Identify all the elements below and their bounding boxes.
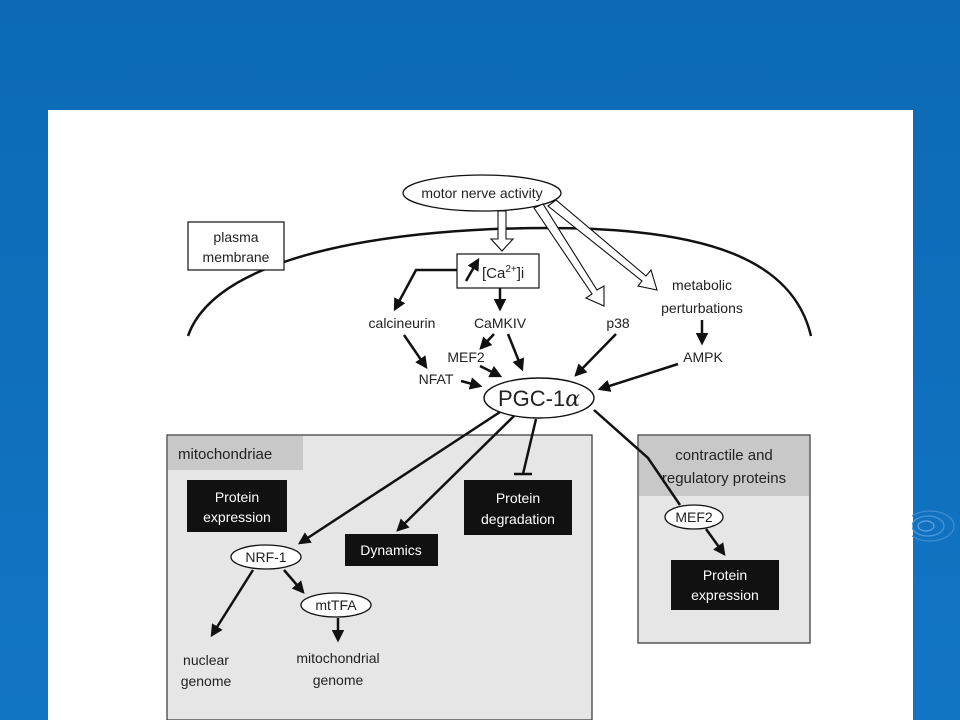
arrow-nrf1-mttfa bbox=[283, 569, 305, 594]
hollow-arrow-p38 bbox=[533, 203, 605, 307]
mttfa-ellipse bbox=[300, 592, 372, 618]
hollow-arrow-calcium bbox=[489, 210, 515, 252]
inhibit-pgc1a-degradation bbox=[521, 418, 538, 475]
nfat-label: NFAT bbox=[419, 371, 454, 387]
mef2-top-label: MEF2 bbox=[447, 349, 485, 365]
protein-expression-right-box bbox=[671, 560, 779, 610]
hollow-arrow-metabolic bbox=[547, 199, 658, 291]
plasma-membrane-label-2: membrane bbox=[203, 249, 270, 265]
nuclear-genome-1: nuclear bbox=[183, 652, 229, 668]
ampk-label: AMPK bbox=[683, 349, 723, 365]
arrow-p38-pgc1a bbox=[574, 333, 617, 377]
mef2-right-ellipse bbox=[664, 504, 724, 530]
mttfa-label: mtTFA bbox=[315, 597, 357, 613]
protein-expression-right-line1: Protein bbox=[703, 567, 747, 583]
nrf1-label: NRF-1 bbox=[245, 549, 286, 565]
pgc1a-label: PGC-1α bbox=[498, 386, 580, 412]
mitochondriae-label: mitochondriae bbox=[178, 446, 272, 463]
arrow-mef2-protein bbox=[704, 528, 726, 557]
nuclear-genome-2: genome bbox=[181, 673, 232, 689]
motor-nerve-ellipse bbox=[402, 174, 562, 212]
plasma-membrane-label-1: plasma bbox=[213, 229, 258, 245]
metabolic-label-1: metabolic bbox=[672, 277, 732, 293]
mito-genome-1: mitochondrial bbox=[296, 650, 379, 666]
calcium-up-arrow bbox=[464, 257, 480, 282]
arrow-pgc1a-nrf1 bbox=[297, 410, 501, 545]
decorative-swirl-icon bbox=[912, 510, 955, 542]
arrow-calcium-calcineurin bbox=[393, 268, 457, 312]
motor-nerve-label: motor nerve activity bbox=[421, 185, 542, 201]
arrow-pgc1a-dynamics bbox=[396, 415, 515, 532]
arrow-nrf1-nuclear bbox=[210, 569, 255, 638]
camkiv-label: CaMKIV bbox=[474, 315, 527, 331]
contractile-label-line1: contractile and bbox=[675, 447, 773, 464]
dynamics-box bbox=[345, 534, 438, 566]
pathway-diagram: mitochondriae contractile and regulatory… bbox=[166, 174, 813, 720]
mef2-right-label: MEF2 bbox=[675, 509, 713, 525]
arrow-pgc1a-mef2-right bbox=[593, 409, 682, 506]
diagram-panel: mitochondriae contractile and regulatory… bbox=[48, 110, 913, 720]
arrow-ampk-pgc1a bbox=[597, 362, 679, 392]
calcineurin-label: calcineurin bbox=[369, 315, 436, 331]
arrow-camkiv-mef2 bbox=[479, 333, 495, 350]
protein-degradation-line2: degradation bbox=[481, 511, 555, 527]
arrow-calcineurin-nfat bbox=[402, 334, 428, 370]
pgc1a-ellipse bbox=[483, 377, 595, 419]
p38-label: p38 bbox=[606, 315, 630, 331]
protein-expression-line2: expression bbox=[203, 509, 271, 525]
protein-expression-box bbox=[187, 480, 287, 532]
mito-genome-2: genome bbox=[313, 672, 364, 688]
protein-expression-line1: Protein bbox=[215, 489, 259, 505]
arrow-camkiv-pgc1a bbox=[506, 333, 525, 372]
calcium-label: [Ca2+]i bbox=[482, 264, 524, 282]
protein-degradation-box bbox=[464, 480, 572, 535]
dynamics-label: Dynamics bbox=[360, 542, 421, 558]
mitochondriae-header bbox=[168, 436, 303, 470]
protein-expression-right-line2: expression bbox=[691, 587, 759, 603]
contractile-header bbox=[639, 436, 809, 496]
arrow-nfat-pgc1a bbox=[460, 377, 483, 390]
metabolic-label-2: perturbations bbox=[661, 300, 743, 316]
nrf1-ellipse bbox=[230, 544, 302, 570]
arrow-mef2-pgc1a bbox=[479, 364, 503, 378]
protein-degradation-line1: Protein bbox=[496, 490, 540, 506]
plasma-membrane-box bbox=[187, 221, 285, 271]
contractile-label-line2: regulatory proteins bbox=[662, 470, 786, 487]
